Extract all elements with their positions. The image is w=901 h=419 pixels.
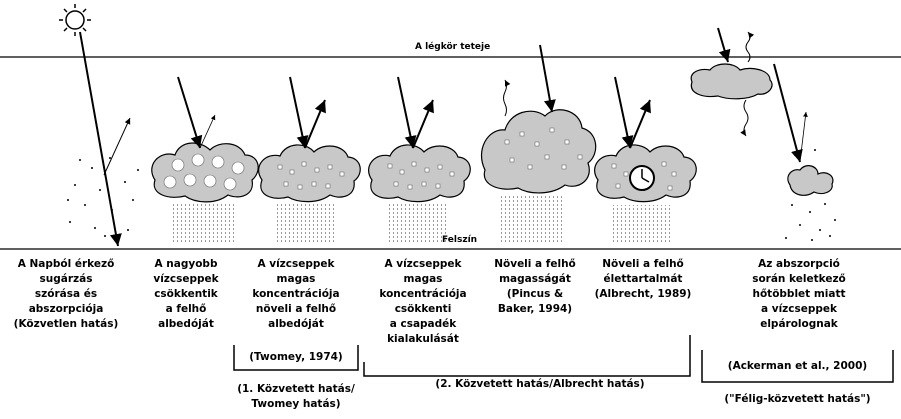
caption-direct-effect: A Napból érkező sugárzás szórása és absz… [6,257,126,332]
cloud-evaporating [788,166,833,196]
rain-4 [388,203,446,244]
caption-evaporation: Az abszorpció során keletkező hőtöbblet … [708,257,890,332]
direct-effect-rays [80,32,130,246]
aerosol-particles-7 [785,149,836,241]
cloud-upper-absorbing [691,64,772,99]
top-of-atmosphere-label: A légkör teteje [415,40,490,55]
caption-larger-droplets: A nagyobb vízcseppek csökkentik a felhő … [140,257,232,332]
caption-cloud-height: Növeli a felhő magasságát (Pincus & Bake… [480,257,590,317]
rain-5 [500,196,562,244]
rays-4 [398,77,433,148]
group-label-second-indirect: (2. Közvetett hatás/Albrecht hatás) [400,377,680,392]
rain-2 [172,202,234,244]
aerosol-particles-1 [67,157,139,237]
caption-reduced-precipitation: A vízcseppek magas koncentrációja csökke… [362,257,484,347]
cloud-increased-height [482,110,596,193]
rays-6 [615,77,650,148]
clock-icon [630,166,654,190]
caption-cloud-lifetime: Növeli a felhő élettartalmát (Albrecht, … [588,257,698,302]
rays-2 [178,77,215,148]
surface-label: Felszín [442,233,477,248]
rays-5 [504,45,553,116]
group-label-first-indirect: (1. Közvetett hatás/ Twomey hatás) [196,382,396,412]
citation-twomey: (Twomey, 1974) [234,350,358,365]
sun-icon [59,4,91,36]
rays-3 [290,77,325,148]
rain-3 [276,203,336,244]
cloud-suppressed-precipitation [369,145,471,202]
caption-high-concentration-albedo: A vízcseppek magas koncentrációja növeli… [232,257,360,332]
cloud-small-droplets-albedo [259,145,361,202]
rain-6 [610,205,670,244]
cloud-large-droplets [152,143,258,202]
group-label-semi-direct: ("Félig-közvetett hatás") [700,392,895,407]
citation-ackerman: (Ackerman et al., 2000) [702,359,893,374]
